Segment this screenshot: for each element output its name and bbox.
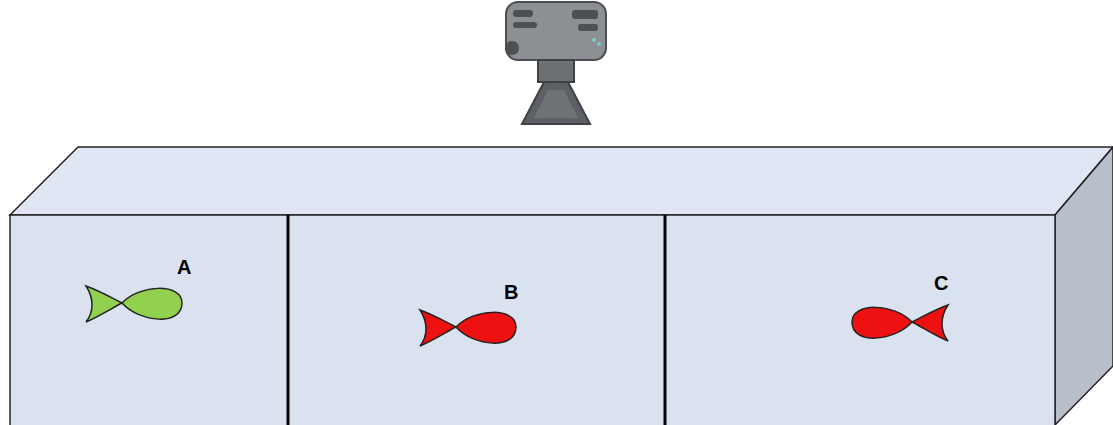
fish-label: A: [177, 257, 191, 277]
red-fish: [420, 310, 516, 346]
camera-icon: [505, 2, 606, 124]
fish-label: C: [934, 273, 948, 293]
red-fish: [852, 305, 948, 341]
fish-label: B: [504, 282, 518, 302]
green-fish: [86, 286, 182, 322]
fish-tank: [10, 147, 1113, 425]
